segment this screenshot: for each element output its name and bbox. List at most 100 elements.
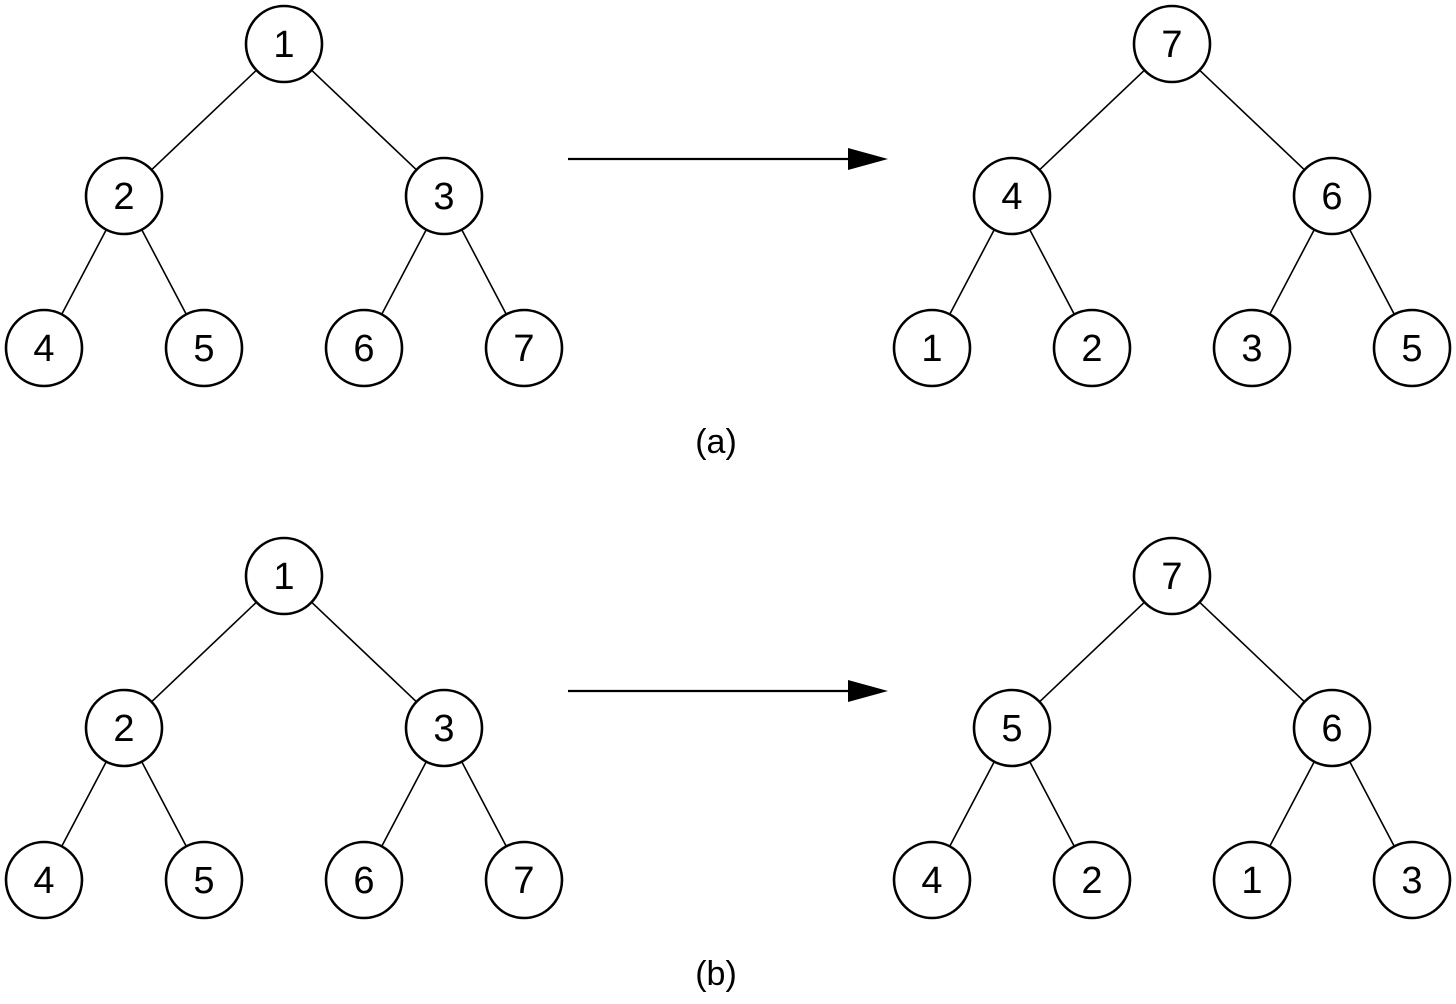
node-circle [4,308,84,388]
node-circle [484,840,564,920]
node-circle [1292,688,1372,768]
tree-node: 6 [1292,688,1372,768]
node-circle [1132,536,1212,616]
node-label: 7 [513,860,534,902]
node-label: 3 [1401,860,1422,902]
tree-node: 6 [1292,156,1372,236]
tree-edge [460,761,508,847]
node-label: 1 [921,328,942,370]
node-circle [164,840,244,920]
tree-edge [60,229,108,315]
transform-arrow [568,148,888,170]
transform-arrow [568,680,888,702]
node-circle [1292,156,1372,236]
tree-edge [150,601,258,703]
tree-node: 5 [1372,308,1452,388]
node-circle [892,840,972,920]
tree-edge [60,761,108,847]
node-circle [164,308,244,388]
tree-node: 6 [324,840,404,920]
panel-b: 1 2 3 4 5 6 7 7 5 6 4 2 1 3 (b) [4,536,1452,993]
tree-node: 3 [404,156,484,236]
node-label: 6 [353,328,374,370]
node-circle [404,156,484,236]
tree-edge [948,229,996,315]
tree-edge [1038,601,1146,703]
node-label: 3 [1241,328,1262,370]
node-circle [1372,840,1452,920]
tree-edge [1028,761,1076,847]
node-circle [1132,4,1212,84]
tree-node: 2 [84,156,164,236]
node-circle [244,4,324,84]
node-circle [84,156,164,236]
tree-node: 1 [892,308,972,388]
node-label: 6 [1321,176,1342,218]
node-label: 7 [1161,24,1182,66]
node-label: 6 [353,860,374,902]
panel-caption: (a) [695,423,737,461]
tree-node: 4 [4,308,84,388]
tree-node: 4 [4,840,84,920]
tree-node: 1 [244,536,324,616]
node-label: 2 [1081,328,1102,370]
tree-edge [1348,229,1396,315]
tree-edge [948,761,996,847]
node-circle [892,308,972,388]
node-label: 1 [273,24,294,66]
node-circle [4,840,84,920]
node-label: 2 [1081,860,1102,902]
tree-node: 2 [1052,840,1132,920]
node-circle [1052,308,1132,388]
node-label: 4 [33,860,54,902]
tree-edge [1268,229,1316,315]
tree-edge [310,601,418,703]
tree-edge [140,761,188,847]
panel-caption: (b) [695,955,737,993]
tree-edge [1268,761,1316,847]
tree-edge [460,229,508,315]
tree-edge [150,69,258,171]
node-label: 2 [113,176,134,218]
node-circle [972,156,1052,236]
tree-edge [140,229,188,315]
node-label: 5 [1001,708,1022,750]
node-label: 4 [921,860,942,902]
arrow-head [848,680,888,702]
node-circle [324,308,404,388]
node-label: 1 [1241,860,1262,902]
node-label: 3 [433,176,454,218]
tree-node: 4 [892,840,972,920]
node-label: 6 [1321,708,1342,750]
node-circle [1372,308,1452,388]
tree-node: 5 [164,840,244,920]
tree-node: 5 [972,688,1052,768]
node-label: 2 [113,708,134,750]
tree-edge [1198,601,1306,703]
node-label: 7 [1161,556,1182,598]
node-circle [484,308,564,388]
tree-edge [1028,229,1076,315]
node-label: 5 [193,860,214,902]
tree-node: 2 [84,688,164,768]
tree-node: 3 [1212,308,1292,388]
tree-node: 6 [324,308,404,388]
node-circle [972,688,1052,768]
node-label: 4 [1001,176,1022,218]
tree-edge [380,761,428,847]
arrow-head [848,148,888,170]
node-label: 3 [433,708,454,750]
tree-node: 7 [484,308,564,388]
tree-node: 7 [1132,536,1212,616]
tree-node: 1 [244,4,324,84]
node-label: 7 [513,328,534,370]
tree-node: 1 [1212,840,1292,920]
node-circle [84,688,164,768]
tree-node: 7 [484,840,564,920]
tree-edge [1038,69,1146,171]
node-circle [404,688,484,768]
tree-node: 3 [1372,840,1452,920]
node-circle [244,536,324,616]
